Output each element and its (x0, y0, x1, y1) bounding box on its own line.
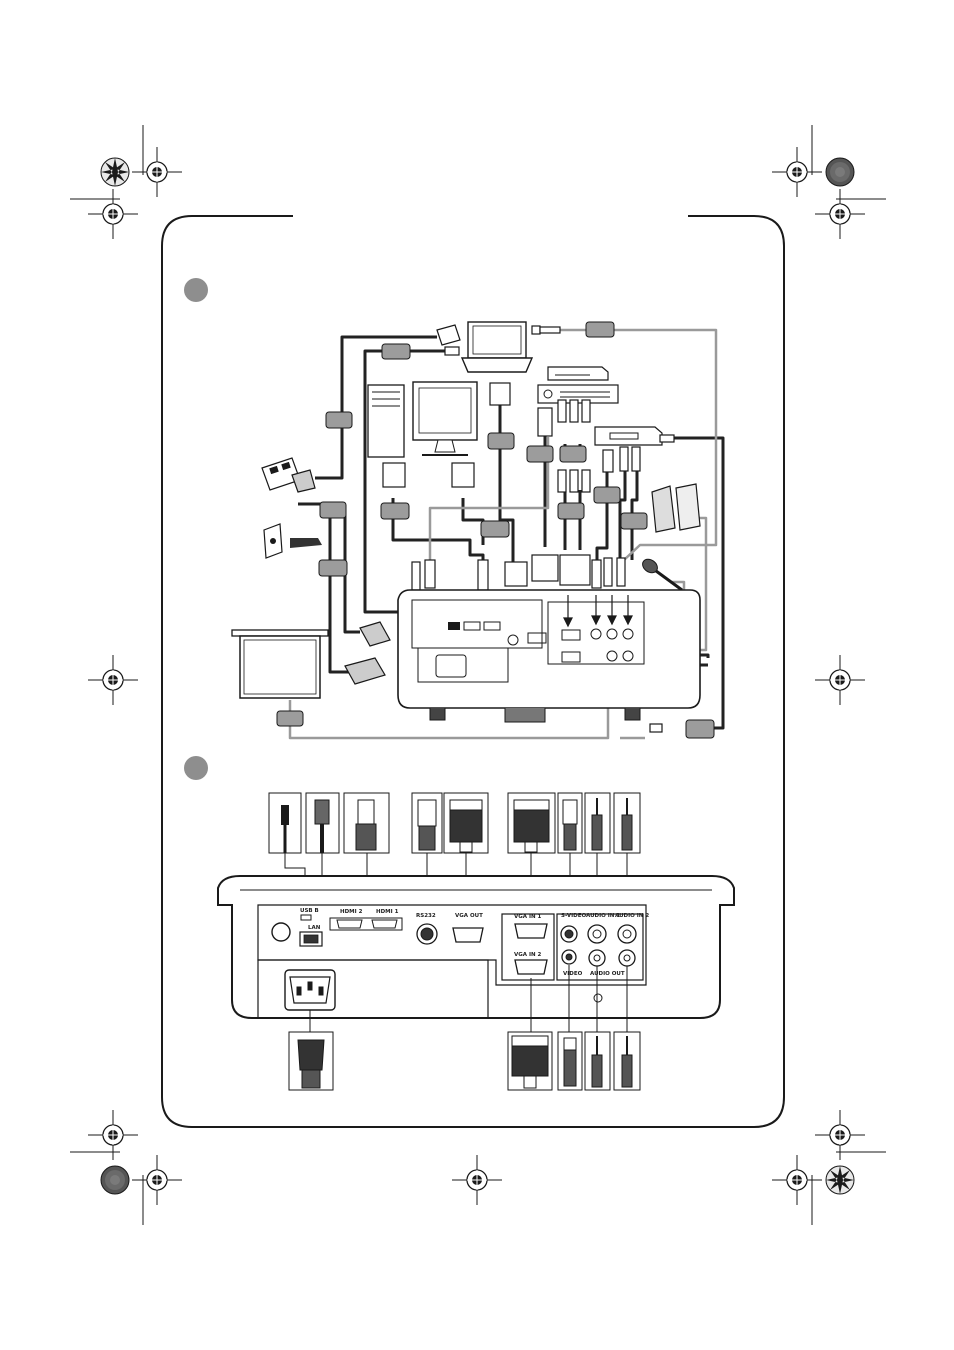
lan-port-inner (304, 935, 318, 943)
step-badge-1 (184, 278, 208, 302)
vga-in2-port (515, 960, 547, 974)
bottom-connector-tiles (289, 1032, 640, 1090)
port-label-lan: LAN (308, 925, 321, 931)
port-label-vga-in1: VGA IN 1 (514, 914, 542, 920)
ir-sensor-icon (272, 923, 290, 941)
port-label-hdmi1: HDMI 1 (376, 909, 399, 915)
usb-port (301, 915, 311, 920)
dvd-player-icon (548, 367, 608, 380)
power-outlet-icon (264, 524, 322, 558)
port-label-svideo: S-VIDEO (561, 913, 586, 919)
port-label-usb: USB B (300, 908, 319, 914)
projector-icon (398, 590, 700, 722)
top-connector-tiles (269, 793, 640, 853)
hdmi2-port (337, 920, 362, 928)
step-badge-2 (184, 756, 208, 780)
speakers-icon (652, 484, 700, 532)
laptop-icon (462, 322, 532, 372)
projection-screen-icon (232, 630, 328, 698)
port-label-audio-in2: AUDIO IN 2 (615, 913, 649, 919)
vga-out-port (453, 928, 483, 942)
vcr-icon (595, 427, 662, 445)
hdmi1-port (372, 920, 397, 928)
port-label-vga-in2: VGA IN 2 (514, 952, 542, 958)
port-label-hdmi2: HDMI 2 (340, 909, 363, 915)
vga-in1-port (515, 924, 547, 938)
port-label-rs232: RS232 (416, 913, 436, 919)
port-label-audio-out: AUDIO OUT (590, 971, 625, 977)
monitor-icon (413, 382, 477, 455)
microphone-icon (640, 556, 682, 590)
computer-tower-icon (368, 385, 404, 457)
port-label-video: VIDEO (563, 971, 583, 977)
port-label-vga-out: VGA OUT (455, 913, 483, 919)
